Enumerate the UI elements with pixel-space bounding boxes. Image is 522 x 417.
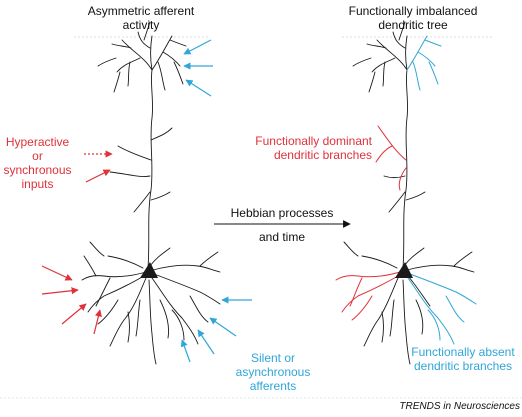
hyperactive-line3: inputs [21, 177, 54, 191]
dominant-label: Functionally dominant dendritic branches [232, 134, 372, 162]
process-label-bottom: and time [258, 230, 306, 244]
silent-arrows-top [183, 39, 213, 97]
absent-line2: dendritic branches [413, 359, 513, 373]
title-left-line1: Asymmetric afferent [87, 4, 195, 18]
silent-line1: Silent or [250, 351, 296, 365]
hyperactive-line2: synchronous [3, 163, 72, 177]
soma-left [140, 262, 158, 278]
soma-right [395, 262, 413, 278]
absent-line1: Functionally absent [411, 345, 515, 359]
dominant-branches [335, 125, 407, 321]
silent-label: Silent or asynchronous afferents [228, 351, 318, 393]
dominant-line1: Functionally dominant [255, 134, 372, 148]
neuron-right [343, 21, 475, 365]
source-credit: TRENDS in Neurosciences [399, 401, 520, 412]
active-arrows-basal [41, 265, 102, 335]
hyperactive-label: Hyperactive or synchronous inputs [0, 135, 75, 191]
active-arrows-apical [84, 150, 113, 183]
title-left: Asymmetric afferent activity [76, 4, 206, 32]
title-right-line1: Functionally imbalanced [348, 4, 478, 18]
absent-branches [406, 35, 477, 345]
dominant-line2: dendritic branches [273, 148, 372, 162]
title-right-line2: dendritic tree [378, 18, 448, 32]
absent-label: Functionally absent dendritic branches [404, 345, 522, 373]
silent-arrows-basal [180, 296, 252, 363]
process-label-top: Hebbian processes [230, 206, 334, 220]
neuron-left [81, 21, 221, 365]
silent-line2: asynchronous [235, 365, 311, 379]
title-left-line2: activity [122, 18, 160, 32]
title-right: Functionally imbalanced dendritic tree [343, 4, 483, 32]
hyperactive-line1: Hyperactive or [5, 135, 70, 163]
silent-line3: afferents [249, 379, 297, 393]
